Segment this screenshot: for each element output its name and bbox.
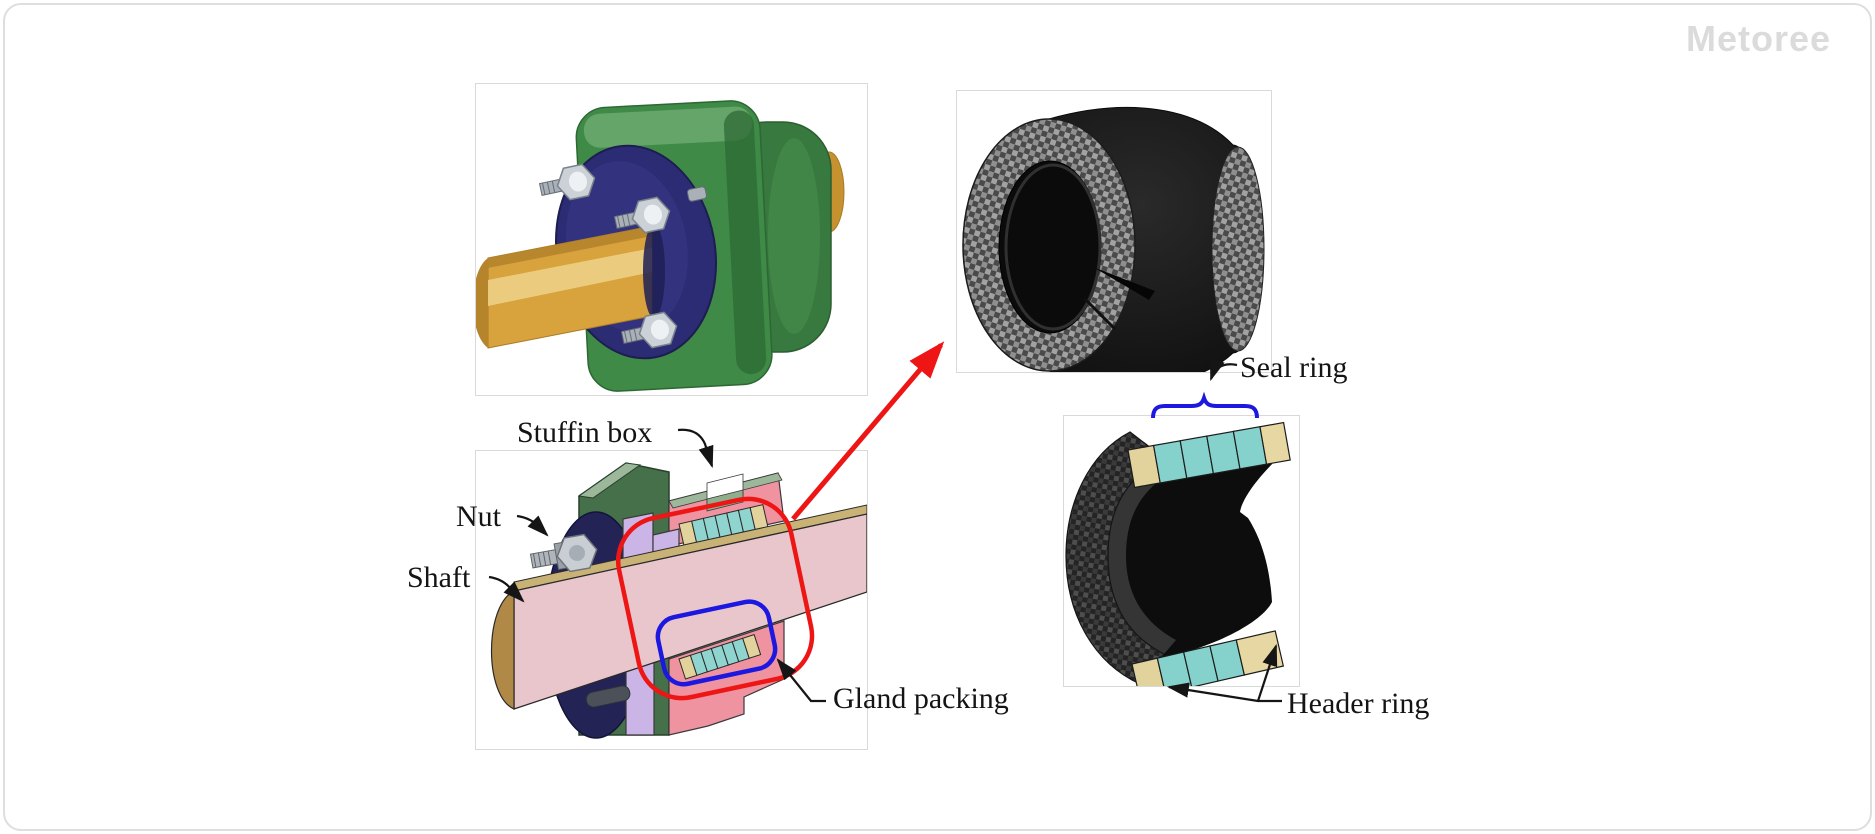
label-seal-ring: Seal ring [1240, 351, 1348, 384]
assembled-stuffing-box-drawing [476, 100, 845, 392]
panel-assembled-stuffing-box [475, 83, 868, 396]
label-header-ring: Header ring [1287, 687, 1430, 720]
bore-cavity [1108, 440, 1276, 658]
bore-wall [1108, 458, 1176, 654]
top-ring-row [1127, 421, 1291, 489]
packing-set-drawing [1065, 421, 1291, 686]
gland-lower [625, 659, 655, 736]
label-stuffing-box: Stuffin box [517, 416, 653, 449]
green-boss-end [768, 138, 820, 334]
ring-split-cut [1093, 267, 1155, 300]
hex-nuts [538, 163, 707, 349]
label-gland-packing: Gland packing [833, 682, 1009, 715]
panel-cross-section [475, 450, 868, 750]
gold-shaft [476, 224, 665, 349]
packing-ring-drawing [962, 107, 1265, 372]
metoree-watermark: Metoree [1686, 18, 1832, 59]
label-shaft: Shaft [407, 561, 471, 594]
panel-packing-ring-photo [956, 90, 1272, 373]
packing-ring-body [962, 107, 1265, 372]
panel-packing-set-cutaway [1063, 415, 1300, 687]
cross-section-drawing [491, 462, 867, 739]
label-nut: Nut [456, 500, 501, 533]
nut-and-stud [529, 533, 598, 573]
